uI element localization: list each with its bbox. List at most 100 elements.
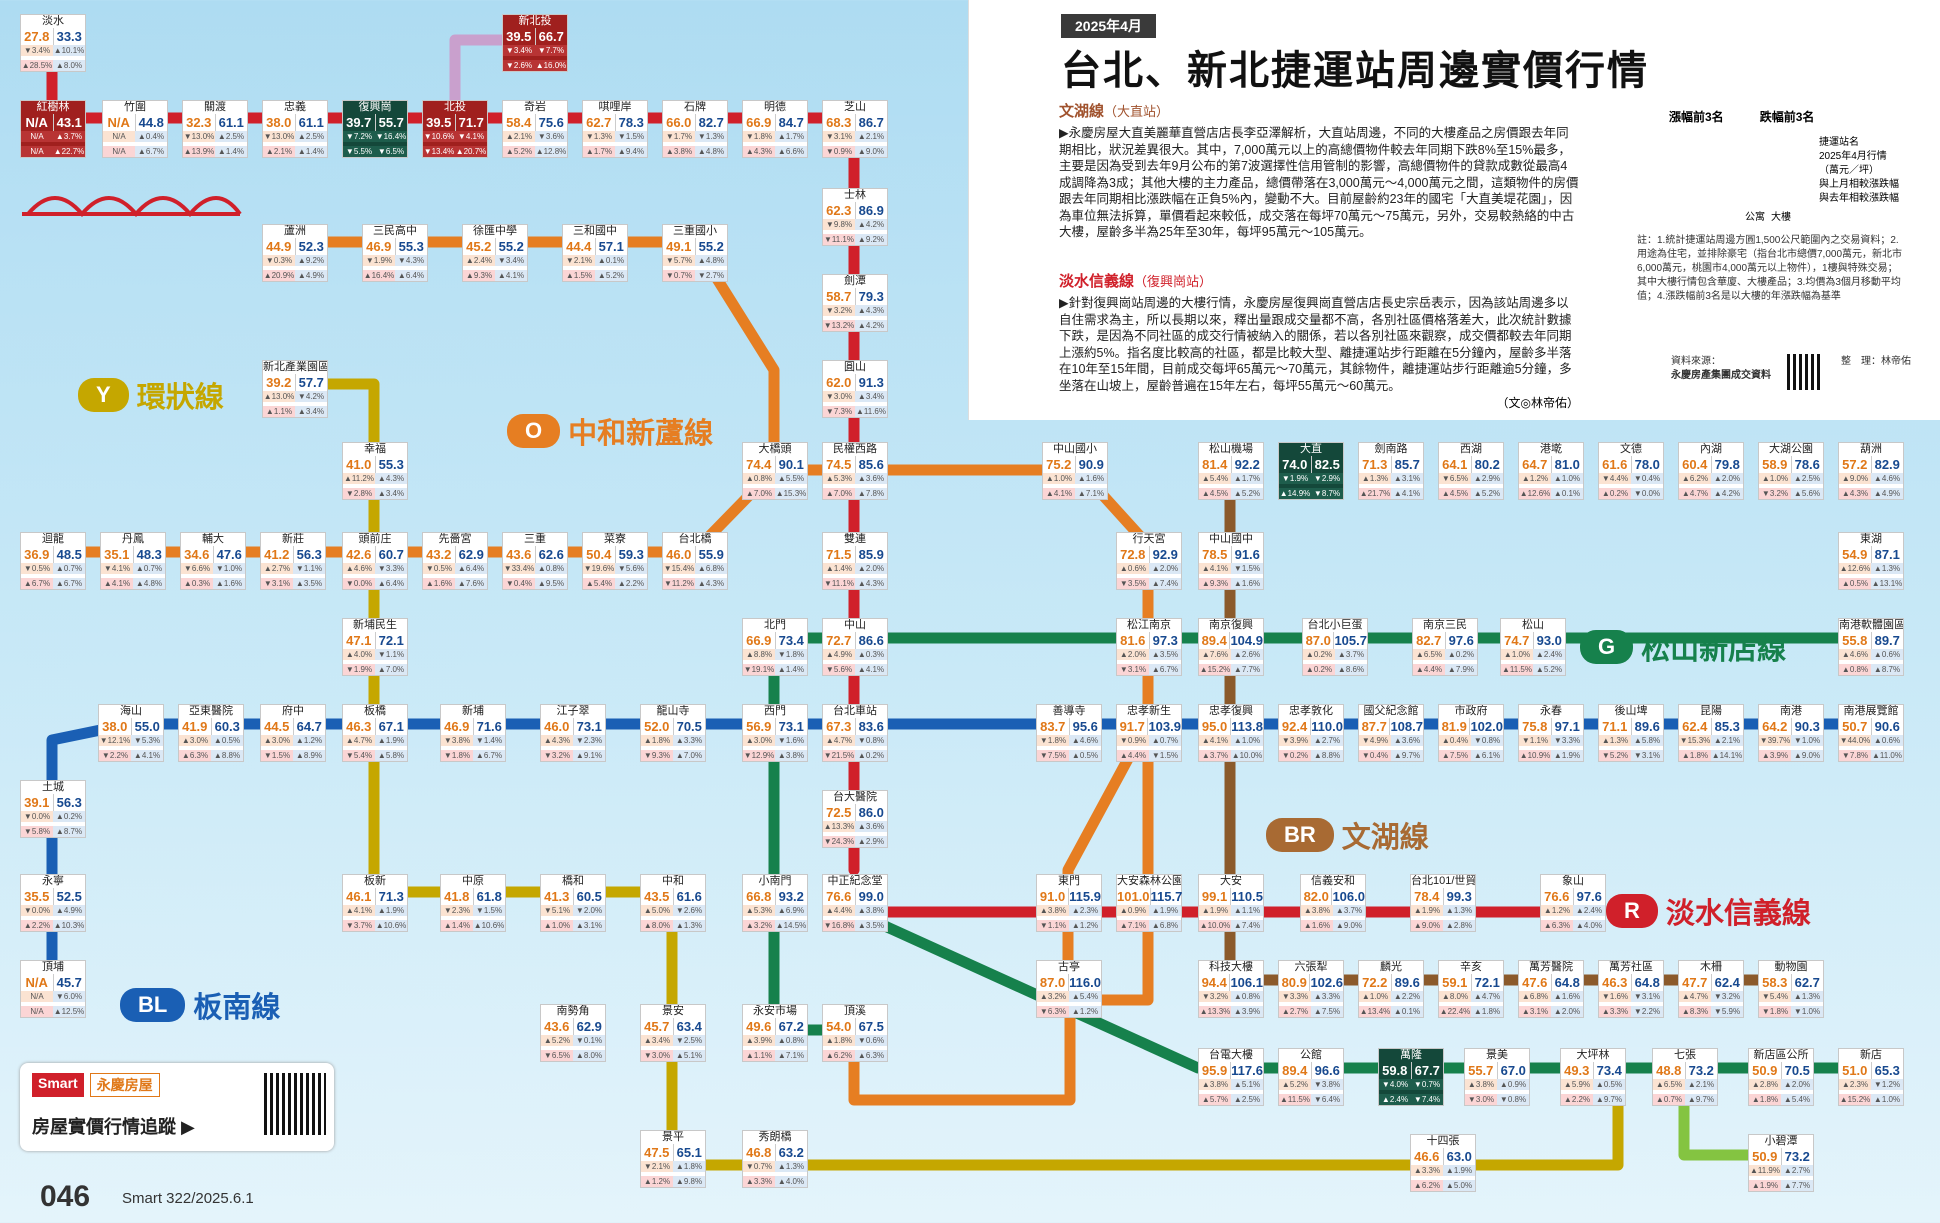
promo-card[interactable]: Smart 永慶房屋 房屋實價行情追蹤 ▶ — [20, 1063, 334, 1151]
qr-code-icon[interactable] — [264, 1073, 326, 1135]
